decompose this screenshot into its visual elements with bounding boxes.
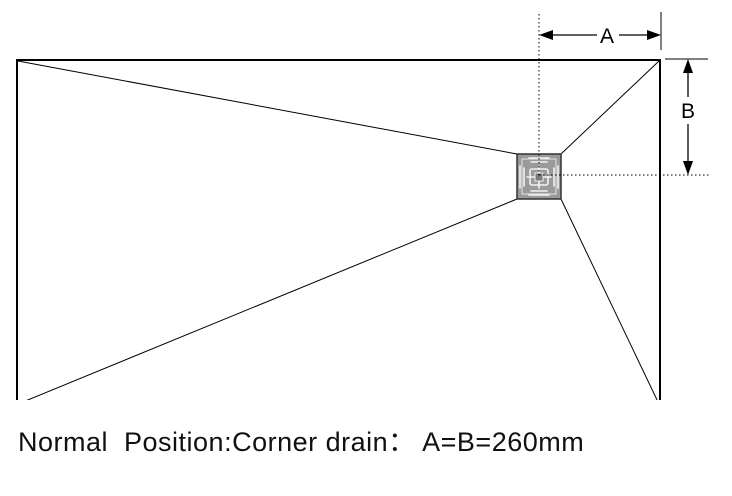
dimension-a: A (539, 12, 662, 50)
dimension-b: B (665, 58, 708, 175)
shower-tray-diagram: A B (16, 12, 710, 400)
dimension-b-label: B (681, 100, 695, 123)
drain-grate-icon (516, 153, 562, 200)
tray-outline (16, 59, 661, 400)
slope-lines (17, 60, 660, 400)
caption: Normal Position:Corner drain： A=B=260mm (18, 427, 585, 457)
dimension-a-label: A (600, 25, 614, 48)
